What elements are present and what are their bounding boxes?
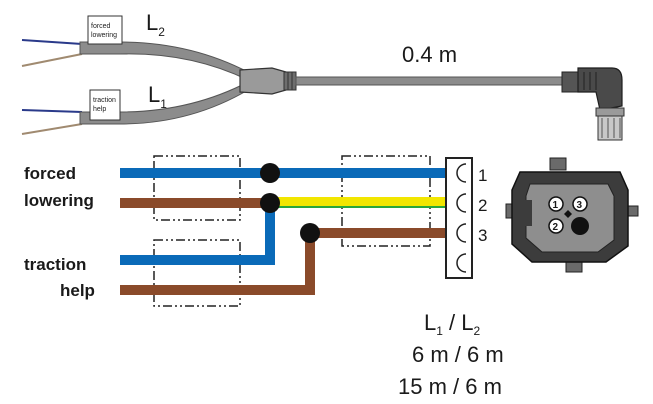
junction-dot-1 <box>260 163 280 183</box>
dashed-box-traction <box>153 239 241 307</box>
tag-traction-help <box>89 89 121 121</box>
length-row-2: 15 m / 6 m <box>398 374 502 399</box>
terminal-pin-1: 1 <box>478 166 487 185</box>
label-help: help <box>60 281 95 300</box>
wire-brown-traction <box>120 228 448 295</box>
label-traction: traction <box>24 255 86 274</box>
connector-ground-pin <box>571 217 589 235</box>
connector-pin-2 <box>548 218 564 234</box>
label-lowering: lowering <box>24 191 94 210</box>
terminal-socket-2 <box>456 193 467 213</box>
angled-plug <box>561 67 625 141</box>
branch-label-bottom: L1 <box>148 82 167 111</box>
tag-top-line1: forced <box>91 23 111 30</box>
tag-bottom-line2: help <box>93 106 106 113</box>
splitter-ring <box>283 71 297 91</box>
tag-top-line2: lowering <box>91 32 117 39</box>
cable-length: 0.4 m <box>402 42 457 67</box>
terminal-socket-3 <box>456 223 467 243</box>
branch-label-top: L2 <box>146 10 165 39</box>
tag-bottom-line1: traction <box>93 97 116 104</box>
wire-tip-blue-top <box>21 39 83 45</box>
terminal-pin-3: 3 <box>478 226 487 245</box>
cable-sheath-top <box>79 41 249 81</box>
length-table: L1 / L2 6 m / 6 m 15 m / 6 m <box>398 310 504 399</box>
terminal-block <box>445 157 473 279</box>
wire-tip-blue-bottom <box>21 109 83 113</box>
connector-pin-1 <box>548 196 564 212</box>
tag-forced-lowering <box>87 15 123 45</box>
terminal-socket-4 <box>456 253 467 273</box>
connector-pin-3 <box>572 196 588 212</box>
main-cable <box>295 76 567 86</box>
connector-face: 1 2 3 <box>505 157 639 273</box>
cable-splitter <box>239 67 287 95</box>
cable-assembly: forced lowering traction help L2 L1 0.4 … <box>21 10 625 141</box>
wiring-schematic: forced lowering traction help 1 2 3 <box>24 155 487 307</box>
junction-dot-3 <box>300 223 320 243</box>
wire-blue-traction <box>120 203 275 265</box>
length-header: L1 / L2 <box>424 310 481 338</box>
terminal-pin-2: 2 <box>478 196 487 215</box>
wire-tip-brown-bottom <box>21 123 83 135</box>
wire-tip-brown-top <box>21 53 83 67</box>
terminal-socket-1 <box>456 163 467 183</box>
connector-pin-label-3: 3 <box>577 200 583 211</box>
label-forced: forced <box>24 164 76 183</box>
connector-pin-label-2: 2 <box>553 222 559 233</box>
junction-dot-2 <box>260 193 280 213</box>
connector-pin-label-1: 1 <box>553 200 559 211</box>
length-row-1: 6 m / 6 m <box>412 342 504 367</box>
dashed-box-lowering <box>153 155 241 221</box>
